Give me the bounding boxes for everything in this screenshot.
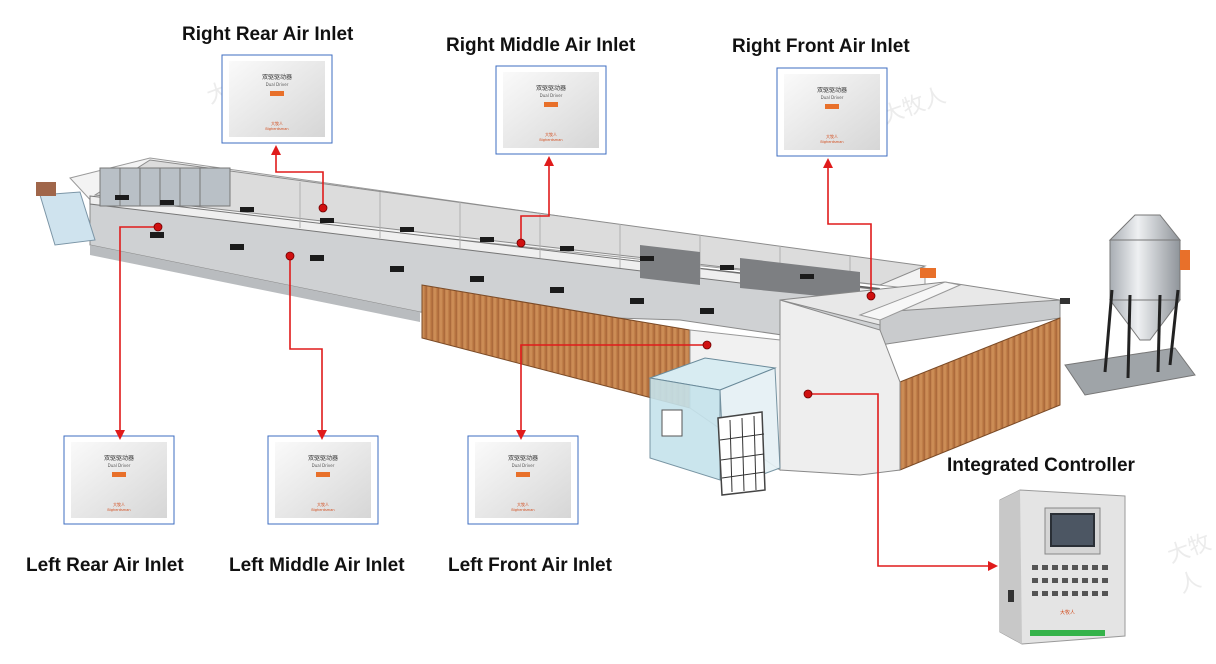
label-right-rear-air-inlet: Right Rear Air Inlet: [182, 24, 354, 45]
box-brand: 大牧人: [113, 501, 125, 507]
box-title: 双驱驱动器: [262, 74, 292, 81]
arrow-right-front: [823, 158, 872, 296]
box-brand-en: Bigherdsman: [539, 138, 562, 142]
arrow-right-rear: [271, 145, 324, 208]
feed-silo: [1064, 214, 1196, 396]
label-left-middle-air-inlet: Left Middle Air Inlet: [229, 555, 405, 576]
box-subtitle: Dual Driver: [266, 82, 289, 87]
box-title: 双驱驱动器: [536, 85, 566, 92]
box-title: 双驱驱动器: [817, 87, 847, 94]
arrow-left-rear: [115, 226, 158, 440]
box-brand: 大牧人: [517, 501, 529, 507]
box-subtitle: Dual Driver: [312, 463, 335, 468]
box-subtitle: Dual Driver: [512, 463, 535, 468]
connector-arrows: [115, 145, 998, 571]
integrated-controller-unit: 大牧人: [999, 489, 1126, 645]
dual-driver-box-left-middle: 双驱驱动器 Dual Driver 大牧人 Bigherdsman: [267, 435, 379, 525]
box-brand: 大牧人: [545, 131, 557, 137]
label-right-middle-air-inlet: Right Middle Air Inlet: [446, 35, 636, 56]
dual-driver-box-right-front: 双驱驱动器 Dual Driver 大牧人 Bigherdsman: [776, 67, 888, 157]
label-left-rear-air-inlet: Left Rear Air Inlet: [26, 555, 184, 576]
box-brand-en: Bigherdsman: [820, 140, 843, 144]
dual-driver-box-left-rear: 双驱驱动器 Dual Driver 大牧人 Bigherdsman: [63, 435, 175, 525]
label-left-front-air-inlet: Left Front Air Inlet: [448, 555, 612, 576]
box-title: 双驱驱动器: [308, 455, 338, 462]
dual-driver-box-left-front: 双驱驱动器 Dual Driver 大牧人 Bigherdsman: [467, 435, 579, 525]
box-subtitle: Dual Driver: [540, 93, 563, 98]
cooling-pad-right: [899, 317, 1061, 471]
box-title: 双驱驱动器: [508, 455, 538, 462]
dual-driver-box-right-rear: 双驱驱动器 Dual Driver 大牧人 Bigherdsman: [221, 54, 333, 144]
arrow-left-front: [516, 344, 707, 440]
control-room: [648, 357, 781, 496]
box-brand: 大牧人: [271, 120, 283, 126]
controller-brand: 大牧人: [1060, 609, 1075, 616]
arrow-left-middle: [289, 256, 327, 440]
box-brand-en: Bigherdsman: [265, 127, 288, 131]
box-subtitle: Dual Driver: [821, 95, 844, 100]
box-subtitle: Dual Driver: [108, 463, 131, 468]
arrow-controller: [808, 393, 998, 571]
box-brand: 大牧人: [317, 501, 329, 507]
box-brand: 大牧人: [826, 133, 838, 139]
box-brand-en: Bigherdsman: [107, 508, 130, 512]
box-title: 双驱驱动器: [104, 455, 134, 462]
box-brand-en: Bigherdsman: [511, 508, 534, 512]
dual-driver-box-right-middle: 双驱驱动器 Dual Driver 大牧人 Bigherdsman: [495, 65, 607, 155]
poultry-house: [36, 157, 1070, 496]
box-brand-en: Bigherdsman: [311, 508, 334, 512]
arrow-right-middle: [520, 156, 554, 243]
sensor-dots: [153, 203, 876, 399]
label-right-front-air-inlet: Right Front Air Inlet: [732, 36, 910, 57]
label-integrated-controller: Integrated Controller: [947, 455, 1135, 476]
